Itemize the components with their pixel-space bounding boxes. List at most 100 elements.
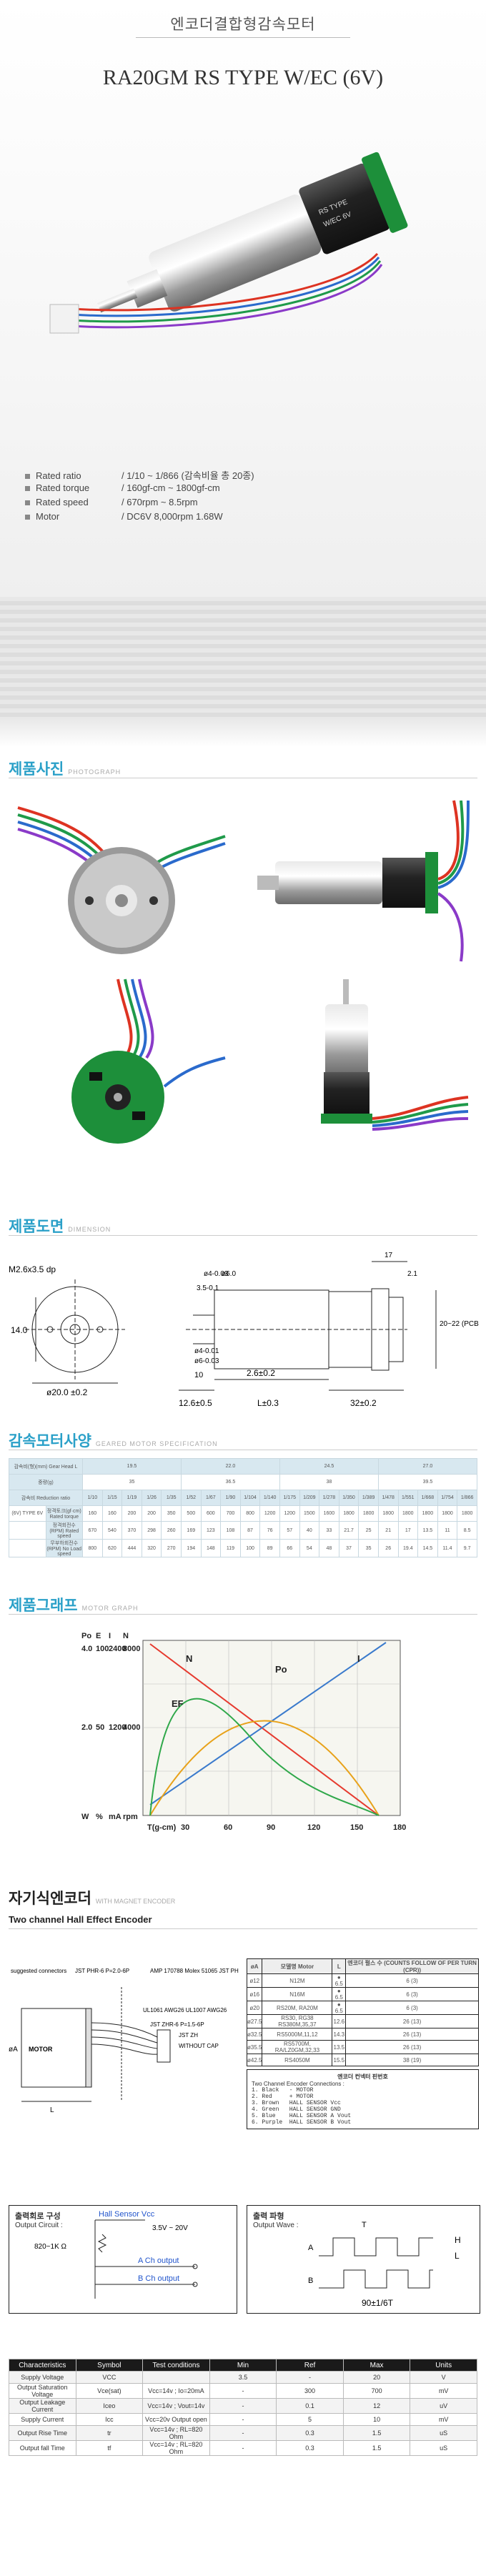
spec-cell: 260	[161, 1521, 182, 1540]
spec-cell: 800	[239, 1505, 261, 1522]
char-cell: 0.3	[276, 2440, 344, 2456]
spec-cell: 24.5	[279, 1458, 379, 1475]
spec-cell: 1/668	[417, 1490, 438, 1506]
spec-cell: 119	[220, 1539, 241, 1557]
wave-period-label: T	[362, 2221, 367, 2229]
encoder-cell: ø42.5	[246, 2054, 263, 2066]
label-suggested: suggested connectors	[11, 1968, 66, 1974]
spec-group-label	[9, 1539, 46, 1557]
spec-cell: 39.5	[377, 1474, 478, 1490]
motor-image: RS TYPE W/EC 6V	[49, 152, 408, 334]
spec-cell: 298	[141, 1521, 162, 1540]
spec-cell: 19.5	[82, 1458, 182, 1475]
spec-rated-torque: Rated torque/ 160gf-cm ~ 1800gf-cm	[25, 482, 220, 493]
spec-row-label: 무부하회전수(RPM) No Load speed	[45, 1539, 83, 1557]
spec-cell: 1500	[299, 1505, 320, 1522]
encoder-cell: RS30, RG38 RS380M,35,37	[262, 2014, 333, 2028]
curve-I	[149, 1642, 387, 1805]
label-ul: UL1061 AWG26 UL1007 AWG26	[143, 2007, 227, 2013]
char-header-cell: Characteristics	[9, 2359, 76, 2372]
spec-cell: 37	[338, 1539, 359, 1557]
char-cell: 20	[342, 2371, 411, 2384]
connector-subtitle: Two Channel Encoder Connections :	[252, 2081, 344, 2087]
voltage-range: 3.5V ~ 20V	[152, 2224, 188, 2232]
label-motor: MOTOR	[29, 2046, 53, 2053]
spec-cell: 350	[161, 1505, 182, 1522]
dim-126: 12.6±0.5	[179, 1398, 212, 1408]
svg-text:E: E	[96, 1632, 101, 1640]
char-header-cell: Units	[410, 2359, 477, 2372]
encoder-cell: 14.3	[332, 2028, 347, 2041]
wave-a-label: A	[308, 2244, 314, 2252]
spec-cell: 1/90	[220, 1490, 241, 1506]
section-divider	[9, 1928, 477, 1929]
output-wave-box: 출력 파형 Output Wave : H L A B T 90±1/6T	[247, 2205, 480, 2314]
char-cell: Output Leakage Current	[9, 2398, 76, 2414]
encoder-header-cell: øA	[246, 1958, 263, 1974]
spec-cell: 48	[319, 1539, 339, 1557]
spec-row-label: 정격토크(gf·cm) Rated torque	[45, 1505, 83, 1522]
dim-32: 32±0.2	[350, 1398, 377, 1408]
spec-cell: 11	[437, 1521, 458, 1540]
spec-cell: 26	[377, 1539, 399, 1557]
resistor-label: 820~1K Ω	[34, 2243, 67, 2251]
connector-pin: 2. Red + MOTOR	[252, 2094, 314, 2100]
char-header-cell: Max	[342, 2359, 411, 2372]
encoder-cell: ø35.5	[246, 2040, 263, 2054]
encoder-drawing: MOTOR L øA suggested connectors JST PHR-…	[9, 1968, 239, 2114]
spec-cell: 160	[82, 1505, 103, 1522]
spec-cell: 9.7	[457, 1539, 477, 1557]
curve-Po	[149, 1720, 380, 1816]
spec-cell: 76	[259, 1521, 280, 1540]
spec-cell: 21.7	[338, 1521, 359, 1540]
connector-title: 엔코더 컨넥터 핀번호	[337, 2074, 388, 2080]
encoder-cell: ø32.5	[246, 2028, 263, 2041]
tagline-divider	[136, 37, 350, 38]
spec-cell: 1/15	[101, 1490, 123, 1506]
spec-cell: 700	[220, 1505, 241, 1522]
x-tick-30: 30	[181, 1823, 189, 1832]
encoder-cell: RS4050M	[262, 2054, 333, 2066]
encoder-cell: 6 (3)	[345, 1973, 479, 1988]
spec-cell: 21	[377, 1521, 399, 1540]
spec-cell: 108	[220, 1521, 241, 1540]
spec-cell: 1/19	[122, 1490, 142, 1506]
spec-cell: 38	[279, 1474, 379, 1490]
char-cell: V	[410, 2371, 477, 2384]
encoder-cell: ø12	[246, 1973, 263, 1988]
char-cell: -	[276, 2371, 344, 2384]
connector-pin: 3. Brown HALL SENSOR Vcc	[252, 2100, 341, 2106]
encoder-cell: ø20	[246, 2001, 263, 2015]
curve-EF	[149, 1698, 380, 1816]
photo-side	[257, 800, 470, 962]
section-divider	[9, 1235, 477, 1236]
y-tick-rpm-mid: 4000	[123, 1723, 140, 1732]
spec-motor: Motor/ DC6V 8,000rpm 1.68W	[25, 511, 223, 522]
encoder-cell: 38 (19)	[345, 2054, 479, 2066]
spec-cell: 17	[397, 1521, 419, 1540]
x-tick-60: 60	[224, 1823, 232, 1832]
a-output-label: A Ch output	[138, 2257, 179, 2265]
product-model: RA20GM RS TYPE W/EC (6V)	[102, 66, 384, 89]
encoder-cell: 26 (13)	[345, 2040, 479, 2054]
spec-cell: 194	[180, 1539, 202, 1557]
spec-cell: 100	[239, 1539, 261, 1557]
spec-cell: 35	[82, 1474, 182, 1490]
label-jst3: JST ZH	[179, 2032, 198, 2038]
spec-cell: 1/10	[82, 1490, 103, 1506]
y-tick-pct-mid: 50	[96, 1723, 104, 1732]
spec-cell: 200	[141, 1505, 162, 1522]
dim-pcb: 20~22 (PCB)	[440, 1320, 479, 1328]
stripe-band	[0, 597, 486, 718]
